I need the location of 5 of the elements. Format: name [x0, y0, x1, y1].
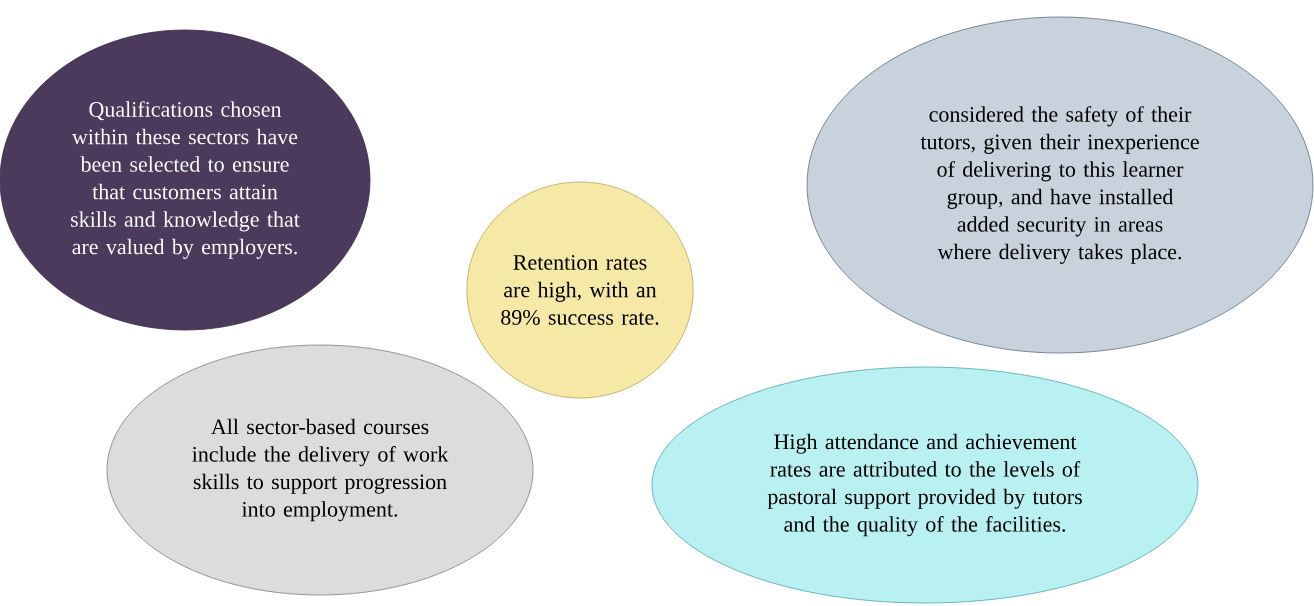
- ellipse-bubble: considered the safety of their tutors, given their inexperience of delivering to this learner group, and have installed added security in areas where delivery takes place.: [806, 16, 1314, 354]
- ellipse-bubble: Qualifications chosen within these sectors have been selected to ensure that customers attain skills and knowledge that are valued by employers.: [0, 29, 371, 331]
- ellipse-bubble: All sector-based courses include the delivery of work skills to support progression into employment.: [106, 344, 534, 596]
- ellipse-bubble: Retention rates are high, with an 89% success rate.: [466, 181, 694, 399]
- ellipse-bubble: High attendance and achievement rates are attributed to the levels of pastoral support provided by tutors and the quality of the facilities.: [651, 366, 1199, 604]
